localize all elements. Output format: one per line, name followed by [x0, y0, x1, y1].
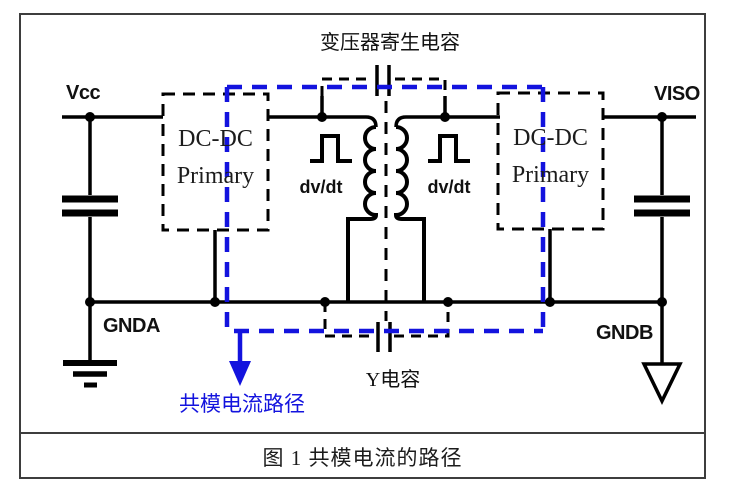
viso-net-label: VISO	[654, 83, 700, 105]
junction-dot	[85, 112, 95, 122]
junction-dot	[320, 297, 330, 307]
common-mode-current-path	[224, 84, 546, 334]
cm-arrow-head-icon	[229, 361, 251, 386]
junction-dot	[443, 297, 453, 307]
pulse-waveform-icon-right	[428, 134, 470, 163]
vcc-capacitor-icon	[62, 195, 118, 217]
figure-caption: 图 1 共模电流的路径	[262, 445, 463, 470]
block-left-line2: Primary	[176, 163, 255, 189]
transformer-parasitic-cap-label: 变压器寄生电容	[320, 32, 460, 54]
junction-dot	[545, 297, 555, 307]
dvdt-label-left: dv/dt	[299, 177, 343, 197]
common-mode-arrow	[229, 333, 251, 386]
y-capacitor-label: Y电容	[365, 369, 421, 391]
viso-capacitor-icon	[634, 195, 690, 217]
dcdc-primary-block-right: DC-DC Primary	[498, 120, 603, 194]
pulse-waveform-icon-left	[310, 134, 352, 163]
gnda-net-label: GNDA	[103, 315, 160, 337]
dvdt-label-right: dv/dt	[427, 177, 471, 197]
y-cap-branch	[323, 302, 450, 338]
block-right-line2: Primary	[511, 162, 590, 188]
earth-ground-icon	[63, 360, 117, 388]
wire-parasitic-stubs	[320, 96, 447, 117]
chassis-ground-icon	[641, 362, 683, 406]
parasitic-capacitor-icon	[375, 65, 391, 96]
junction-dot	[657, 112, 667, 122]
figure-frame	[19, 13, 706, 479]
caption-bar: 图 1 共模电流的路径	[19, 432, 706, 479]
gndb-net-label: GNDB	[596, 322, 653, 344]
transformer-secondary-winding	[393, 125, 426, 302]
junction-dot	[440, 112, 450, 122]
vcc-net-label: Vcc	[66, 82, 101, 104]
junction-dot	[85, 297, 95, 307]
dcdc-primary-block-left: DC-DC Primary	[163, 121, 268, 195]
junction-dots	[85, 112, 667, 307]
common-mode-path-label: 共模电流路径	[179, 392, 305, 416]
wires	[62, 96, 696, 406]
dashed-elements	[161, 65, 605, 352]
y-capacitor-icon	[376, 322, 392, 352]
block-left-line1: DC-DC	[178, 126, 253, 152]
junction-dot	[210, 297, 220, 307]
parasitic-cap-branch	[320, 77, 447, 96]
junction-dot	[657, 297, 667, 307]
junction-dot	[317, 112, 327, 122]
block-right-line1: DC-DC	[513, 125, 588, 151]
transformer-primary-winding	[346, 125, 379, 302]
